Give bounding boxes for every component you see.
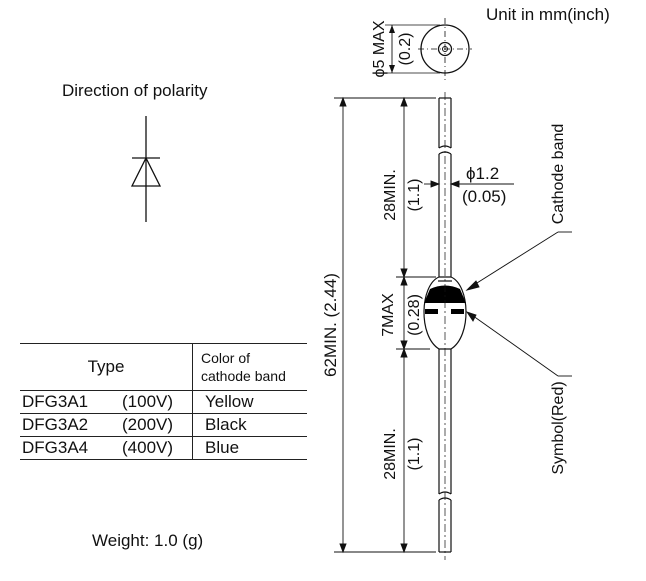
- row-voltage: (100V): [122, 390, 193, 414]
- row-voltage: (400V): [122, 436, 193, 460]
- polarity-label: Direction of polarity: [62, 81, 208, 100]
- row-model: DFG3A4: [20, 436, 122, 460]
- diode-polarity-symbol: [130, 116, 162, 222]
- lead-diameter-label: ϕ1.2: [466, 164, 499, 183]
- color-header-line2: cathode band: [201, 368, 286, 384]
- top-lead-length-inch-label: (1.1): [406, 179, 423, 212]
- symbol-callout: Symbol(Red): [550, 381, 567, 474]
- segment-dimensions: [396, 96, 436, 554]
- total-length-label: 62MIN. (2.44): [321, 273, 340, 377]
- type-header: Type: [20, 343, 193, 391]
- row-model: DFG3A1: [20, 390, 122, 414]
- body-diameter-inch-label: (0.2): [397, 33, 414, 66]
- symbol-leader: [465, 311, 572, 377]
- total-length-dimension: [334, 96, 436, 554]
- row-color: Black: [192, 413, 307, 437]
- end-view: ϕ5 MAX (0.2): [371, 18, 472, 80]
- cathode-band-leader: [465, 231, 572, 291]
- body-length-label: 7MAX: [380, 293, 397, 337]
- row-color: Blue: [192, 436, 307, 460]
- type-table: Type Color of cathode band DFG3A1 (100V)…: [20, 343, 307, 460]
- polarity-symbol-mark: [425, 309, 464, 314]
- cathode-band-callout: Cathode band: [550, 124, 567, 225]
- bottom-lead-length-label: 28MIN.: [382, 428, 399, 480]
- body-diameter-label: ϕ5 MAX: [371, 20, 388, 77]
- body-length-inch-label: (0.28): [406, 294, 423, 336]
- table-row: DFG3A1 (100V) Yellow: [20, 390, 307, 414]
- lead-diameter-inch-label: (0.05): [462, 187, 506, 206]
- table-row: DFG3A4 (400V) Blue: [20, 436, 307, 460]
- top-lead-length-label: 28MIN.: [382, 169, 399, 221]
- table-row: DFG3A2 (200V) Black: [20, 413, 307, 437]
- unit-label: Unit in mm(inch): [486, 5, 610, 24]
- cathode-band: [424, 285, 466, 303]
- lead-diameter-dimension: [424, 180, 514, 188]
- color-header-line1: Color of: [201, 350, 251, 366]
- weight-label: Weight: 1.0 (g): [92, 531, 204, 550]
- row-color: Yellow: [192, 390, 307, 414]
- row-model: DFG3A2: [20, 413, 122, 437]
- row-voltage: (200V): [122, 413, 193, 437]
- bottom-lead-length-inch-label: (1.1): [406, 438, 423, 471]
- color-header: Color of cathode band: [192, 343, 307, 391]
